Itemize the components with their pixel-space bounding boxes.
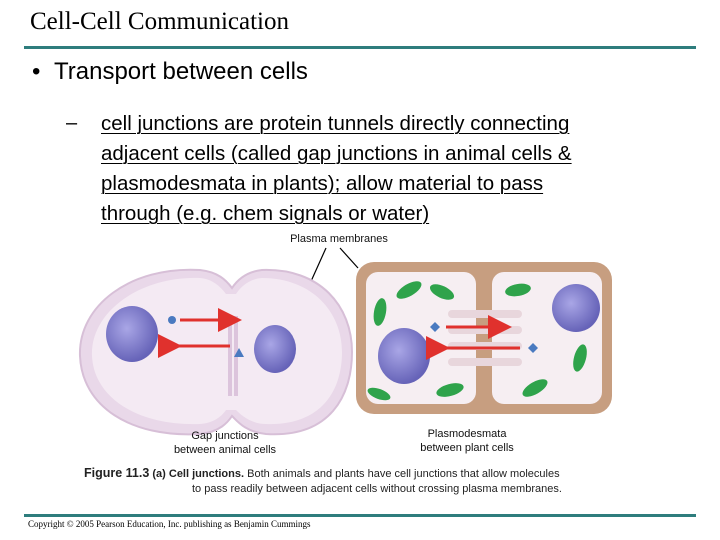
title-divider <box>24 46 696 49</box>
bullet-text: Transport between cells <box>54 58 308 85</box>
nucleus <box>254 325 296 373</box>
caption-line-1: Both animals and plants have cell juncti… <box>247 468 560 480</box>
gap-junctions-label-line: between animal cells <box>173 444 277 456</box>
figure-sublabel: (a) Cell junctions. <box>152 468 245 480</box>
gap-junctions-label: Gap junctions between animal cells <box>150 429 300 457</box>
sub-bullet-marker: – <box>66 112 78 134</box>
plant-cells <box>356 262 612 414</box>
sub-bullet-line: cell junctions are protein tunnels direc… <box>101 112 570 135</box>
chloroplast <box>373 298 387 326</box>
bullet-item: • Transport between cells <box>32 58 308 86</box>
molecule <box>234 348 244 357</box>
nucleus <box>378 328 430 384</box>
plasma-membranes-label: Plasma membranes <box>290 233 388 245</box>
figure-number: Figure 11.3 <box>84 466 150 480</box>
chloroplast <box>396 281 422 299</box>
chloroplast <box>367 387 391 401</box>
sub-bullet-line: through (e.g. chem signals or water) <box>101 202 430 225</box>
chloroplast <box>436 383 464 397</box>
caption-line-2: to pass readily between adjacent cells w… <box>192 483 562 495</box>
molecule <box>528 343 538 353</box>
cell-junctions-illustration <box>78 247 612 436</box>
sub-bullet-line: plasmodesmata in plants); allow material… <box>101 172 544 195</box>
cell-junctions-figure: Plasma membranes Gap junctions between a… <box>0 226 720 466</box>
chloroplast <box>429 284 455 300</box>
pointer-line <box>339 247 359 269</box>
sub-bullet-line: adjacent cells (called gap junctions in … <box>101 142 572 165</box>
chloroplast <box>573 344 587 372</box>
sub-bullet-text: cell junctions are protein tunnels direc… <box>101 109 671 229</box>
copyright-notice: Copyright © 2005 Pearson Education, Inc.… <box>28 519 311 529</box>
nucleus <box>552 284 600 332</box>
animal-cells <box>78 268 354 436</box>
footer-divider <box>24 514 696 517</box>
molecule <box>430 322 440 332</box>
plasmodesmata-label-line: between plant cells <box>420 442 514 454</box>
nucleus <box>106 306 158 362</box>
plasmodesmata-label: Plasmodesmata between plant cells <box>392 427 542 455</box>
gap-junctions-label-line: Gap junctions <box>191 430 259 442</box>
molecule <box>168 316 176 324</box>
plasmodesmata-label-line: Plasmodesmata <box>427 428 507 440</box>
figure-caption: Figure 11.3 (a) Cell junctions. Both ani… <box>84 466 644 497</box>
chloroplast <box>505 283 531 297</box>
slide-title: Cell-Cell Communication <box>30 8 289 35</box>
chloroplast <box>522 379 548 397</box>
bullet-marker: • <box>32 58 41 85</box>
